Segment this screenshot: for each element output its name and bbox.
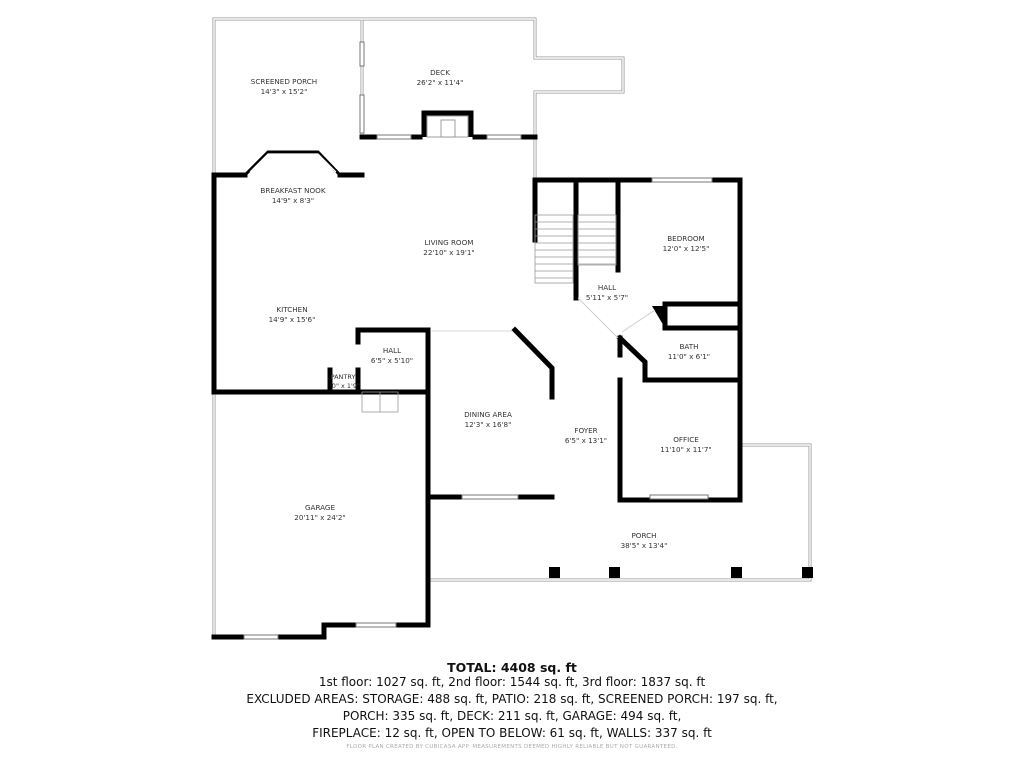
room-porch: PORCH 38'5" x 13'4"	[621, 531, 668, 550]
disclaimer: FLOOR PLAN CREATED BY CUBICASA APP. MEAS…	[346, 744, 678, 750]
screened-porch-outline	[212, 17, 364, 175]
room-size: 38'5" x 13'4"	[621, 541, 668, 550]
room-kitchen: KITCHEN 14'9" x 15'6"	[269, 305, 316, 324]
room-size: 12'3" x 16'8"	[465, 420, 512, 429]
room-name: BATH	[679, 342, 698, 351]
floor-plan: SCREENED PORCH 14'3" x 15'2" DECK 26'2" …	[211, 17, 813, 640]
room-name: SCREENED PORCH	[251, 77, 317, 86]
room-size: '0" x 1'9"	[330, 382, 360, 390]
room-size: 11'10" x 11'7"	[660, 445, 711, 454]
room-size: 14'3" x 15'2"	[261, 87, 308, 96]
walls	[211, 134, 743, 640]
bay-window	[242, 150, 343, 178]
summary-line: FIREPLACE: 12 sq. ft, OPEN TO BELOW: 61 …	[312, 726, 712, 740]
room-size: 20'11" x 24'2"	[294, 513, 345, 522]
summary-line: 1st floor: 1027 sq. ft, 2nd floor: 1544 …	[318, 675, 706, 689]
porch-posts	[549, 567, 813, 578]
total-area: TOTAL: 4408 sq. ft	[447, 660, 577, 675]
deck-outline	[362, 17, 625, 180]
room-deck: DECK 26'2" x 11'4"	[417, 68, 464, 87]
room-size: 5'11" x 5'7"	[586, 293, 628, 302]
room-name: PANTRY	[331, 373, 356, 381]
room-size: 26'2" x 11'4"	[417, 78, 464, 87]
room-name: GARAGE	[305, 503, 336, 512]
room-name: LIVING ROOM	[425, 238, 474, 247]
room-name: BREAKFAST NOOK	[260, 186, 325, 195]
staircase	[361, 214, 617, 413]
room-size: 11'0" x 6'1"	[668, 352, 710, 361]
room-office: OFFICE 11'10" x 11'7"	[660, 435, 711, 454]
room-pantry: PANTRY '0" x 1'9"	[330, 373, 360, 390]
windows	[243, 41, 713, 640]
hall-openings	[432, 297, 656, 339]
room-name: DINING AREA	[464, 410, 512, 419]
summary-line: PORCH: 335 sq. ft, DECK: 211 sq. ft, GAR…	[342, 709, 682, 723]
room-name: HALL	[383, 346, 401, 355]
room-hall-lower: HALL 6'5" x 5'10"	[371, 346, 413, 365]
room-size: 6'5" x 13'1"	[565, 436, 607, 445]
room-size: 14'9" x 8'3"	[272, 196, 314, 205]
room-living-room: LIVING ROOM 22'10" x 19'1"	[423, 238, 474, 257]
room-screened-porch: SCREENED PORCH 14'3" x 15'2"	[251, 77, 317, 96]
room-hall-upper: HALL 5'11" x 5'7"	[586, 283, 628, 302]
room-name: BEDROOM	[667, 234, 705, 243]
room-size: 22'10" x 19'1"	[423, 248, 474, 257]
fireplace	[421, 110, 474, 138]
room-size: 12'0" x 12'5"	[663, 244, 710, 253]
room-name: FOYER	[574, 426, 597, 435]
room-bedroom: BEDROOM 12'0" x 12'5"	[663, 234, 710, 253]
room-name: DECK	[430, 68, 450, 77]
summary-line: EXCLUDED AREAS: STORAGE: 488 sq. ft, PAT…	[246, 692, 778, 706]
room-name: OFFICE	[673, 435, 699, 444]
room-name: PORCH	[631, 531, 656, 540]
room-name: KITCHEN	[276, 305, 307, 314]
room-name: HALL	[598, 283, 616, 292]
room-garage: GARAGE 20'11" x 24'2"	[294, 503, 345, 522]
room-foyer: FOYER 6'5" x 13'1"	[565, 426, 607, 445]
room-size: 14'9" x 15'6"	[269, 315, 316, 324]
room-size: 6'5" x 5'10"	[371, 356, 413, 365]
room-bath: BATH 11'0" x 6'1"	[668, 342, 710, 361]
room-breakfast-nook: BREAKFAST NOOK 14'9" x 8'3"	[260, 186, 325, 205]
room-dining-area: DINING AREA 12'3" x 16'8"	[464, 410, 512, 429]
